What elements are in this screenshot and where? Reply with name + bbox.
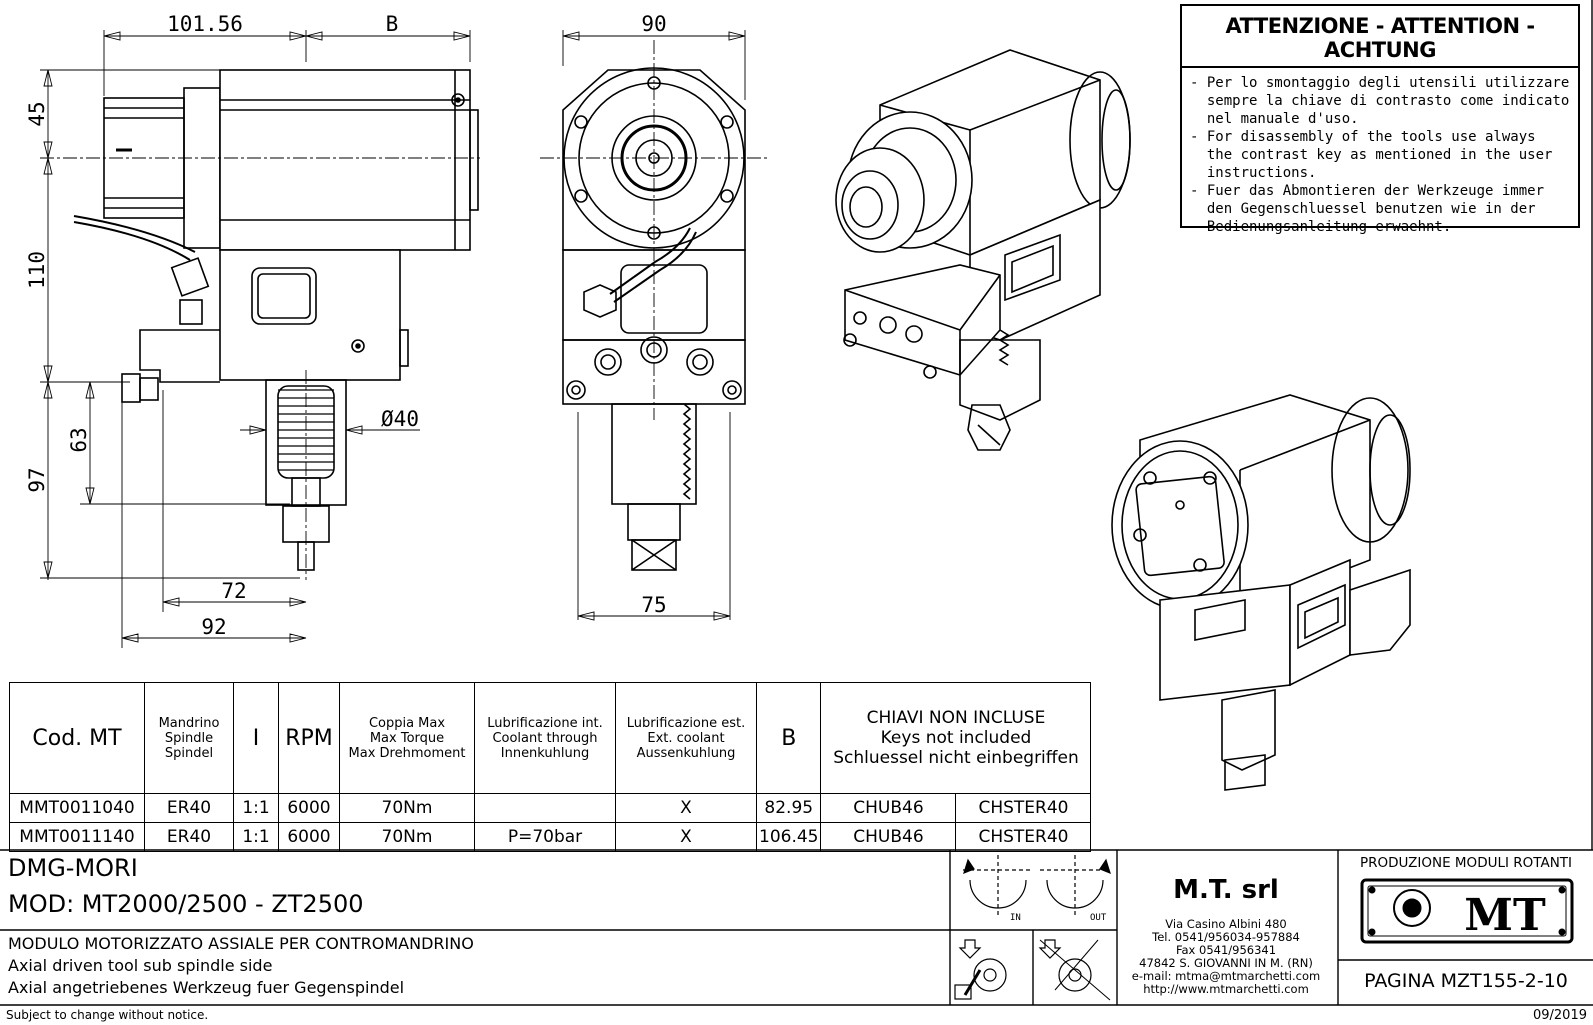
cell: 70Nm	[339, 822, 475, 852]
warning-line-de: - Fuer das Abmontieren der Werkzeuge imm…	[1190, 183, 1545, 235]
col-b: B	[755, 682, 822, 794]
model-name: MOD: MT2000/2500 - ZT2500	[8, 890, 364, 918]
side-view	[73, 69, 479, 571]
col-rpm: RPM	[278, 682, 340, 794]
cell: 1:1	[233, 822, 279, 852]
mt-logo: MT	[1360, 878, 1574, 944]
cell: 70Nm	[339, 793, 475, 823]
date-text: 09/2019	[1532, 1008, 1587, 1023]
page-code: PAGINA MZT155-2-10	[1364, 970, 1568, 992]
isometric-view-front	[835, 49, 1131, 451]
dim-63: 63	[67, 427, 91, 452]
cell: 6000	[278, 793, 340, 823]
col-keys: CHIAVI NON INCLUSE Keys not included Sch…	[820, 682, 1092, 794]
description-it: MODULO MOTORIZZATO ASSIALE PER CONTROMAN…	[8, 934, 474, 953]
cell: P=70bar	[474, 822, 616, 852]
cell: 1:1	[233, 793, 279, 823]
cell: 106.45	[755, 822, 822, 852]
cell: CHUB46	[820, 793, 957, 823]
cell: 6000	[278, 822, 340, 852]
production-label: PRODUZIONE MODULI ROTANTI	[1359, 855, 1573, 871]
notice-text: Subject to change without notice.	[6, 1008, 209, 1022]
cell: CHSTER40	[955, 822, 1092, 852]
company-block: M.T. srl Via Casino Albini 480 Tel. 0541…	[1117, 862, 1335, 996]
description-de: Axial angetriebenes Werkzeug fuer Gegens…	[8, 978, 405, 997]
dim-75: 75	[641, 593, 666, 617]
spec-table: Cod. MT Mandrino Spindle Spindel I RPM C…	[9, 682, 1092, 852]
table-row: MMT0011040 ER40 1:1 6000 70Nm X 82.95 CH…	[9, 793, 1092, 823]
col-spindle: Mandrino Spindle Spindel	[144, 682, 234, 794]
logo-text: MT	[1464, 890, 1546, 941]
in-out-symbols: IN OUT	[954, 855, 1111, 1001]
out-label: OUT	[1090, 913, 1107, 923]
cell: X	[615, 793, 757, 823]
dim-92: 92	[201, 615, 226, 639]
dim-97: 97	[25, 467, 49, 492]
company-info: Via Casino Albini 480 Tel. 0541/956034-9…	[1131, 917, 1321, 996]
col-ext-coolant: Lubrificazione est. Ext. coolant Aussenk…	[615, 682, 757, 794]
col-int-coolant: Lubrificazione int. Coolant through Inne…	[474, 682, 616, 794]
company-name: M.T. srl	[1173, 875, 1279, 905]
col-ratio: I	[233, 682, 279, 794]
table-row: MMT0011140 ER40 1:1 6000 70Nm P=70bar X …	[9, 822, 1092, 852]
dimension-lines	[40, 30, 746, 648]
cell: CHSTER40	[955, 793, 1092, 823]
bolt-heads	[574, 76, 734, 240]
isometric-view-rear	[1111, 394, 1411, 791]
col-cod-mt: Cod. MT	[9, 682, 145, 794]
cell	[474, 793, 616, 823]
table-header-row: Cod. MT Mandrino Spindle Spindel I RPM C…	[9, 682, 1092, 794]
machine-name: DMG-MORI	[8, 854, 138, 882]
warning-title: ATTENZIONE - ATTENTION - ACHTUNG	[1182, 6, 1578, 68]
cell: MMT0011140	[9, 822, 145, 852]
dim-72: 72	[221, 579, 246, 603]
dim-diameter-40: Ø40	[381, 407, 419, 431]
warning-line-it: - Per lo smontaggio degli utensili utili…	[1190, 75, 1570, 127]
col-torque: Coppia Max Max Torque Max Drehmoment	[339, 682, 475, 794]
warning-body: - Per lo smontaggio degli utensili utili…	[1182, 68, 1578, 242]
centerlines	[40, 40, 770, 580]
dim-b: B	[386, 12, 399, 36]
dim-110: 110	[25, 251, 49, 289]
dim-90: 90	[641, 12, 666, 36]
description-en: Axial driven tool sub spindle side	[8, 956, 273, 975]
cell: MMT0011040	[9, 793, 145, 823]
dim-45: 45	[25, 101, 49, 126]
in-label: IN	[1010, 913, 1021, 923]
warning-box: ATTENZIONE - ATTENTION - ACHTUNG - Per l…	[1180, 4, 1580, 235]
dim-101-56: 101.56	[167, 12, 243, 36]
cell: CHUB46	[820, 822, 957, 852]
cell: ER40	[144, 793, 234, 823]
warning-line-en: - For disassembly of the tools use alway…	[1190, 129, 1553, 181]
cell: ER40	[144, 822, 234, 852]
cell: X	[615, 822, 757, 852]
cell: 82.95	[755, 793, 822, 823]
